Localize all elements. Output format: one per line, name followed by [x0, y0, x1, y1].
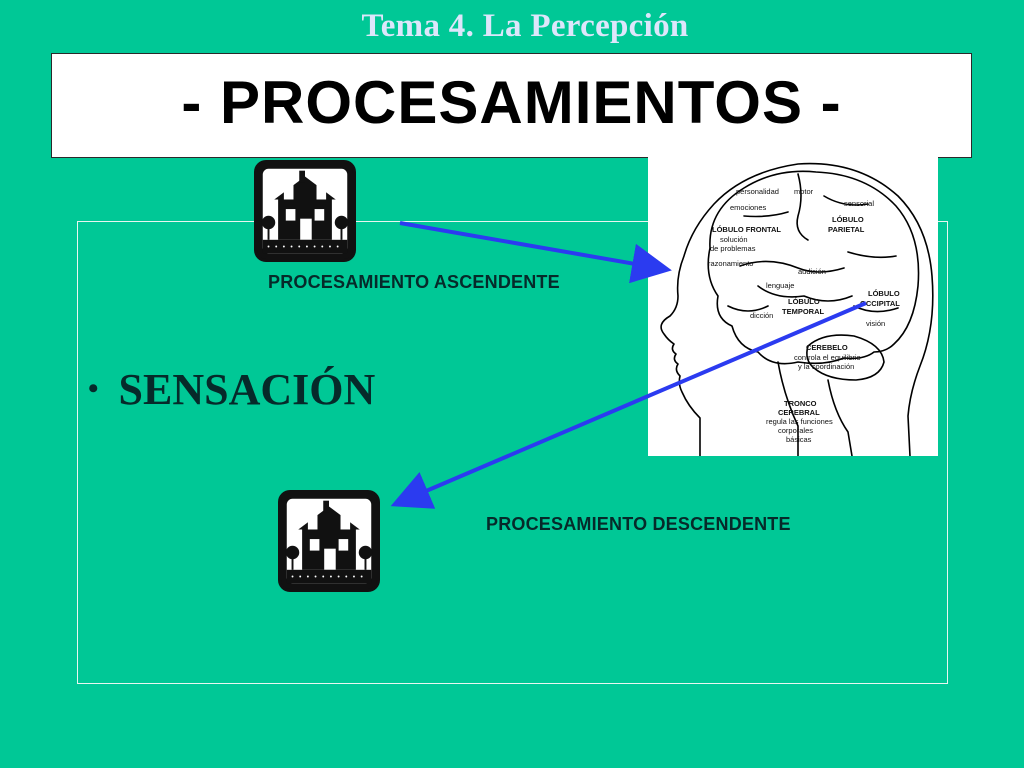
- label-vision: visión: [866, 319, 885, 328]
- bullet-dot-icon: •: [88, 372, 99, 405]
- label-solucion-1: solución: [720, 235, 748, 244]
- label-lobulo-frontal: LÓBULO FRONTAL: [712, 225, 781, 234]
- label-procesamiento-ascendente: PROCESAMIENTO ASCENDENTE: [268, 272, 560, 292]
- label-tronco-desc-3: básicas: [786, 435, 812, 444]
- label-lobulo-parietal-2: PARIETAL: [828, 225, 865, 234]
- topic-heading: Tema 4. La Percepción: [361, 8, 689, 44]
- label-personalidad: personalidad: [736, 187, 779, 196]
- label-motor: motor: [794, 187, 814, 196]
- brain-head-icon: personalidad motor sensorial emociones L…: [660, 162, 934, 456]
- label-tronco-desc-1: regula las funciones: [766, 417, 833, 426]
- bullet-item: • SENSACIÓN: [88, 364, 375, 415]
- label-lobulo-occipital-1: LÓBULO: [868, 289, 900, 298]
- label-procesamiento-descendente: PROCESAMIENTO DESCENDENTE: [486, 514, 791, 534]
- label-lobulo-occipital-2: OCCIPITAL: [860, 299, 900, 308]
- slide-title: - PROCESAMIENTOS -: [181, 69, 842, 136]
- label-tronco-1: TRONCO: [784, 399, 817, 408]
- house-icon-bottom: [281, 493, 377, 589]
- label-cerebelo-desc-2: y la coordinación: [798, 362, 854, 371]
- label-lenguaje: lenguaje: [766, 281, 794, 290]
- label-tronco-2: CEREBRAL: [778, 408, 820, 417]
- house-icon: [278, 490, 380, 592]
- label-tronco-desc-2: corporales: [778, 426, 813, 435]
- label-lobulo-temporal-2: TEMPORAL: [782, 307, 825, 316]
- house-icon-top: [257, 163, 353, 259]
- house-icon: [254, 160, 356, 262]
- label-razonamiento: razonamiento: [708, 259, 753, 268]
- bullet-text: SENSACIÓN: [118, 365, 376, 414]
- label-sensorial: sensorial: [844, 199, 874, 208]
- label-lobulo-parietal-1: LÓBULO: [832, 215, 864, 224]
- label-cerebelo-desc-1: controla el equilibrio: [794, 353, 861, 362]
- label-cerebelo: CEREBELO: [806, 343, 848, 352]
- label-lobulo-temporal-1: LÓBULO: [788, 297, 820, 306]
- label-audicion: audición: [798, 267, 826, 276]
- label-diccion: dicción: [750, 311, 773, 320]
- label-emociones: emociones: [730, 203, 767, 212]
- title-box: - PROCESAMIENTOS -: [51, 53, 972, 158]
- brain-head-diagram: personalidad motor sensorial emociones L…: [648, 156, 938, 456]
- label-solucion-2: de problemas: [710, 244, 756, 253]
